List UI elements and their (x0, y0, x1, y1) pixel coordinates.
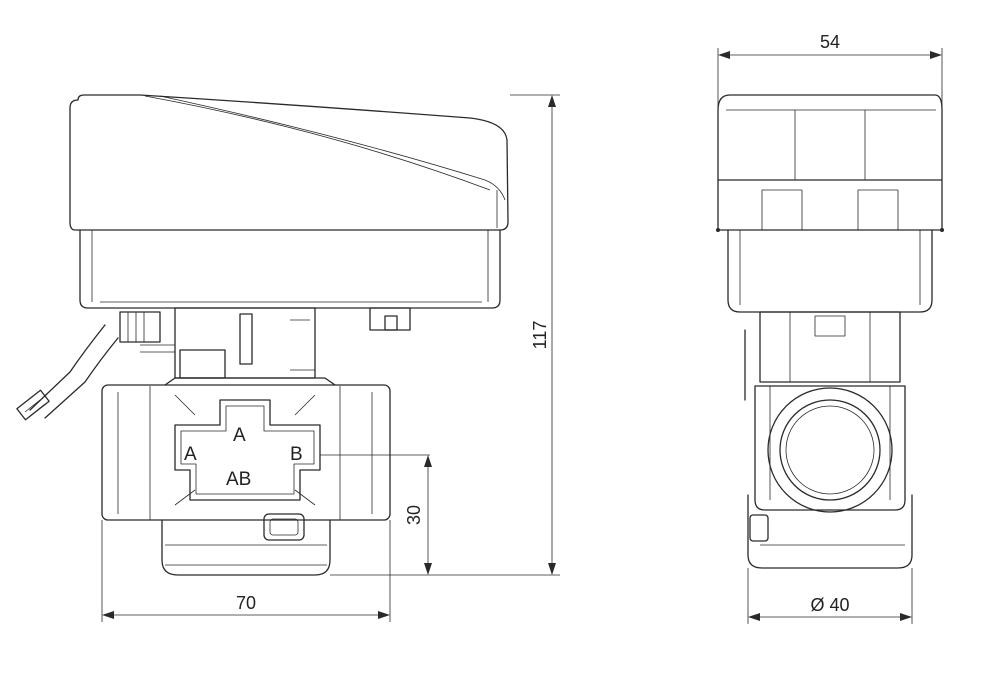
port-label-ab-bottom: AB (226, 469, 251, 490)
port-label-b-right: B (290, 444, 303, 465)
dimension-label-54: 54 (820, 32, 840, 52)
linkage-assembly (119, 307, 411, 379)
indicator-window (263, 513, 305, 541)
dimension-width-front (101, 520, 391, 622)
port-marking-cross (174, 394, 321, 506)
actuator-housing (79, 229, 501, 309)
side-view (717, 94, 943, 569)
dimension-diameter (747, 568, 913, 624)
port-label-a-left: A (184, 444, 197, 465)
dimension-label-70: 70 (236, 593, 256, 613)
cable (16, 324, 119, 421)
port-label-a-top: A (233, 425, 246, 446)
front-view: A A B AB (16, 94, 509, 576)
actuator-cover (69, 94, 509, 231)
valve-body (101, 377, 391, 576)
dimension-label-30: 30 (404, 505, 424, 525)
dimension-axis-height (424, 455, 432, 575)
dimension-height-total (330, 94, 560, 576)
dimension-label-117: 117 (530, 321, 550, 350)
pipe-bore-outer (767, 387, 893, 513)
dimension-label-diameter-40: Ø 40 (810, 595, 849, 615)
dimension-width-side (716, 48, 944, 232)
